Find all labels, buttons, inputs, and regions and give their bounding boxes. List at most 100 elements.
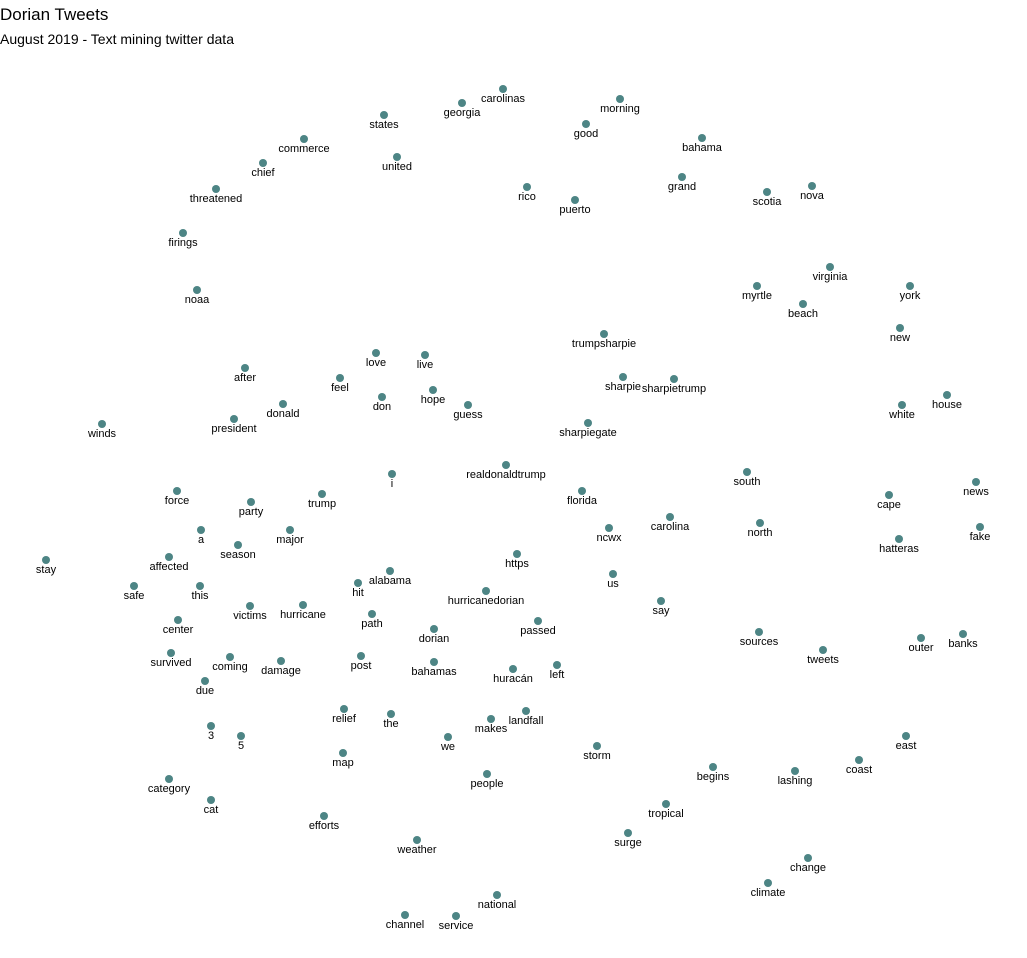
- data-label-103: change: [790, 862, 826, 874]
- data-point-28: [670, 375, 678, 383]
- data-point-0: [499, 85, 507, 93]
- data-point-52: [976, 523, 984, 531]
- data-point-103: [804, 854, 812, 862]
- data-point-6: [300, 135, 308, 143]
- data-point-40: [388, 470, 396, 478]
- data-label-46: party: [239, 506, 264, 518]
- data-point-84: [522, 707, 530, 715]
- data-point-85: [387, 710, 395, 718]
- data-label-27: sharpie: [605, 381, 641, 393]
- data-label-91: storm: [583, 750, 611, 762]
- data-point-35: [230, 415, 238, 423]
- data-label-22: trumpsharpie: [572, 338, 636, 350]
- data-label-100: efforts: [309, 820, 340, 832]
- data-point-76: [226, 653, 234, 661]
- data-label-64: say: [652, 605, 670, 617]
- data-label-57: affected: [150, 561, 189, 573]
- data-label-54: season: [220, 549, 255, 561]
- data-label-28: sharpietrump: [642, 383, 706, 395]
- data-point-75: [167, 649, 175, 657]
- data-point-63: [482, 587, 490, 595]
- data-label-32: donald: [266, 408, 299, 420]
- data-label-94: begins: [697, 771, 730, 783]
- data-point-29: [429, 386, 437, 394]
- data-label-17: myrtle: [742, 290, 772, 302]
- data-point-83: [340, 705, 348, 713]
- data-label-107: service: [439, 920, 474, 932]
- data-label-72: outer: [908, 642, 933, 654]
- data-point-47: [666, 513, 674, 521]
- data-label-12: threatened: [190, 193, 243, 205]
- data-label-21: new: [890, 332, 910, 344]
- data-point-67: [368, 610, 376, 618]
- data-label-23: love: [366, 357, 386, 369]
- data-point-22: [600, 330, 608, 338]
- data-label-97: category: [148, 783, 191, 795]
- data-label-98: cat: [204, 804, 219, 816]
- data-point-10: [523, 183, 531, 191]
- data-point-54: [234, 541, 242, 549]
- data-point-51: [286, 526, 294, 534]
- data-label-5: bahama: [682, 142, 723, 154]
- data-point-5: [698, 134, 706, 142]
- data-label-53: hatteras: [879, 543, 919, 555]
- data-point-42: [173, 487, 181, 495]
- data-label-40: i: [391, 478, 393, 490]
- data-label-8: chief: [251, 167, 275, 179]
- data-label-41: news: [963, 486, 989, 498]
- data-label-14: puerto: [559, 204, 590, 216]
- data-label-89: east: [896, 740, 917, 752]
- data-point-27: [619, 373, 627, 381]
- data-label-10: rico: [518, 191, 536, 203]
- data-point-68: [174, 616, 182, 624]
- data-label-24: live: [417, 359, 434, 371]
- data-point-56: [42, 556, 50, 564]
- data-label-78: damage: [261, 665, 301, 677]
- data-point-33: [464, 401, 472, 409]
- data-point-69: [534, 617, 542, 625]
- data-point-41: [972, 478, 980, 486]
- data-label-51: major: [276, 534, 304, 546]
- data-point-100: [320, 812, 328, 820]
- data-label-82: due: [196, 685, 214, 697]
- data-point-106: [401, 911, 409, 919]
- data-point-94: [709, 763, 717, 771]
- data-point-72: [917, 634, 925, 642]
- data-point-98: [207, 796, 215, 804]
- data-label-85: the: [383, 718, 398, 730]
- data-point-2: [616, 95, 624, 103]
- data-label-38: realdonaldtrump: [466, 469, 546, 481]
- data-label-60: hit: [352, 587, 364, 599]
- data-point-46: [247, 498, 255, 506]
- data-point-66: [299, 601, 307, 609]
- data-label-26: feel: [331, 382, 349, 394]
- data-label-49: ncwx: [596, 532, 622, 544]
- data-label-105: national: [478, 899, 517, 911]
- data-label-102: weather: [396, 844, 436, 856]
- data-point-17: [753, 282, 761, 290]
- data-point-49: [605, 524, 613, 532]
- data-point-15: [179, 229, 187, 237]
- data-label-87: 3: [208, 730, 214, 742]
- data-point-32: [279, 400, 287, 408]
- data-label-36: winds: [87, 428, 117, 440]
- data-label-90: we: [440, 741, 455, 753]
- data-label-52: fake: [970, 531, 991, 543]
- data-label-47: carolina: [651, 521, 690, 533]
- data-point-55: [513, 550, 521, 558]
- data-point-57: [165, 553, 173, 561]
- data-label-73: banks: [948, 638, 978, 650]
- data-label-39: south: [734, 476, 761, 488]
- data-label-18: york: [900, 290, 921, 302]
- data-label-76: coming: [212, 661, 247, 673]
- data-label-106: channel: [386, 919, 425, 931]
- data-label-59: us: [607, 578, 619, 590]
- data-label-95: lashing: [778, 775, 813, 787]
- data-point-77: [357, 652, 365, 660]
- data-label-74: tweets: [807, 654, 839, 666]
- data-point-24: [421, 351, 429, 359]
- data-point-105: [493, 891, 501, 899]
- data-label-93: coast: [846, 764, 872, 776]
- data-point-59: [609, 570, 617, 578]
